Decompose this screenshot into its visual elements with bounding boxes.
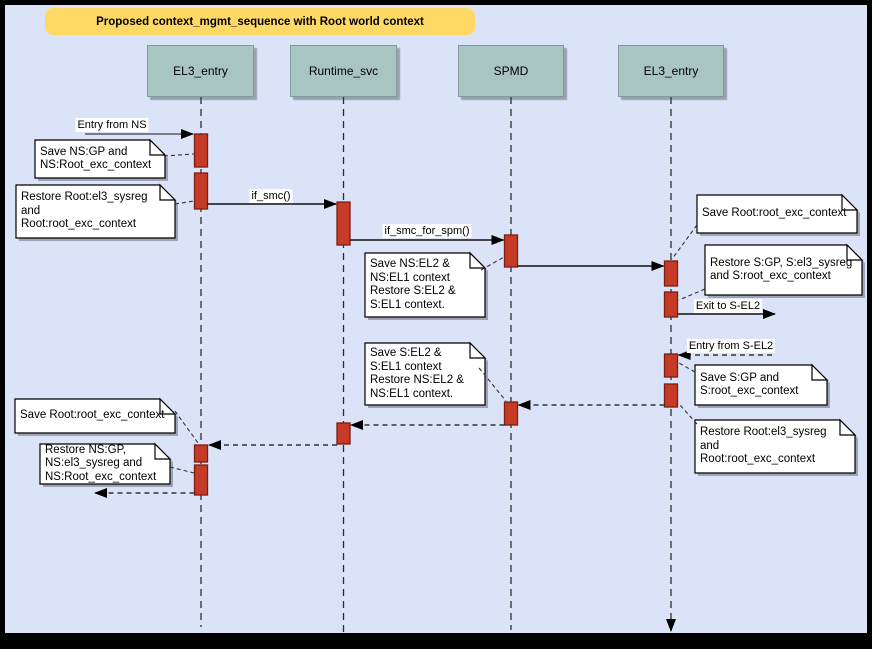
note-restore-s-gp <box>704 243 865 298</box>
message-label-exit-to-s-el2: Exit to S-EL2 <box>693 299 763 313</box>
note-text-save-s-el2: Save S:EL2 & S:EL1 context Restore NS:EL… <box>370 347 464 400</box>
lifeline-head-spmd: SPMD <box>458 45 564 97</box>
diagram-canvas <box>5 5 867 633</box>
note-fold-icon <box>846 243 864 261</box>
note-save-ns-gp <box>34 138 168 181</box>
note-text-save-s-gp: Save S:GP and S:root_exc_context <box>700 371 799 398</box>
note-text-restore-s-gp: Restore S:GP, S:el3_sysreg and S:root_ex… <box>710 256 853 283</box>
note-restore-ns-gp <box>39 442 173 487</box>
connector-note9 <box>174 410 199 444</box>
note-save-s-gp <box>694 363 830 408</box>
connector-note4 <box>478 367 507 402</box>
lifeline-head-el3-entry-s: EL3_entry <box>618 45 724 97</box>
note-fold-icon <box>149 138 167 156</box>
connector-note6 <box>678 288 706 301</box>
activation-spmd-2 <box>503 401 519 426</box>
message-label-if-smc-for-spm: if_smc_for_spm() <box>382 224 472 238</box>
activation-el3s-4 <box>663 383 679 408</box>
note-save-s-el2-restore-ns-el2 <box>364 341 488 408</box>
note-text-save-ns-el2: Save NS:EL2 & NS:EL1 context Restore S:E… <box>370 258 456 311</box>
activation-el3ns-4 <box>193 464 209 496</box>
activation-el3ns-2 <box>193 172 209 210</box>
note-fold-icon <box>811 363 829 381</box>
note-fold-icon <box>469 341 487 359</box>
note-restore-root-el3-sysreg <box>15 183 178 241</box>
note-text-save-root-right: Save Root:root_exc_context <box>702 207 847 220</box>
note-fold-icon <box>839 418 857 436</box>
connector-note3 <box>480 256 505 271</box>
note-restore-root-el3-sysreg-right <box>694 418 858 476</box>
activation-el3s-3 <box>663 353 679 378</box>
note-save-ns-el2-restore-s-el2 <box>364 251 488 320</box>
note-text-restore-root-right: Restore Root:el3_sysreg and Root:root_ex… <box>700 426 827 466</box>
connector-note7 <box>678 362 696 373</box>
connector-note1 <box>163 153 195 157</box>
message-label-entry-from-ns: Entry from NS <box>75 118 149 132</box>
connector-note2 <box>174 200 195 205</box>
note-text-save-ns-gp: Save NS:GP and NS:Root_exc_context <box>40 145 152 172</box>
message-label-if-smc: if_smc() <box>249 189 293 203</box>
note-save-root-exc-context-left <box>14 397 178 436</box>
activation-el3s-1 <box>663 260 679 287</box>
activation-runtime-2 <box>336 422 351 445</box>
note-fold-icon <box>159 183 177 201</box>
note-text-restore-root-el3-sysreg: Restore Root:el3_sysreg and Root:root_ex… <box>21 191 148 231</box>
connector-note10 <box>169 466 195 474</box>
activation-el3ns-3 <box>193 444 209 463</box>
note-save-root-exc-context-right <box>696 193 860 236</box>
activation-runtime-1 <box>336 201 351 246</box>
note-fold-icon <box>841 193 859 211</box>
note-text-restore-ns-gp: Restore NS:GP, NS:el3_sysreg and NS:Root… <box>45 443 157 483</box>
lifeline-head-runtime-svc: Runtime_svc <box>290 45 397 97</box>
note-fold-icon <box>154 442 172 460</box>
note-text-save-root-left: Save Root:root_exc_context <box>20 409 165 422</box>
lifeline-head-el3-entry-ns: EL3_entry <box>147 45 254 97</box>
connector-note8 <box>678 403 698 425</box>
diagram-title: Proposed context_mgmt_sequence with Root… <box>45 8 475 35</box>
message-label-entry-from-s-el2: Entry from S-EL2 <box>686 339 776 353</box>
note-fold-icon <box>469 251 487 269</box>
activation-spmd-1 <box>503 234 519 268</box>
note-fold-icon <box>159 397 177 415</box>
activation-el3s-2 <box>663 291 679 318</box>
activation-el3ns-1 <box>193 133 209 168</box>
connector-note5 <box>671 224 698 260</box>
